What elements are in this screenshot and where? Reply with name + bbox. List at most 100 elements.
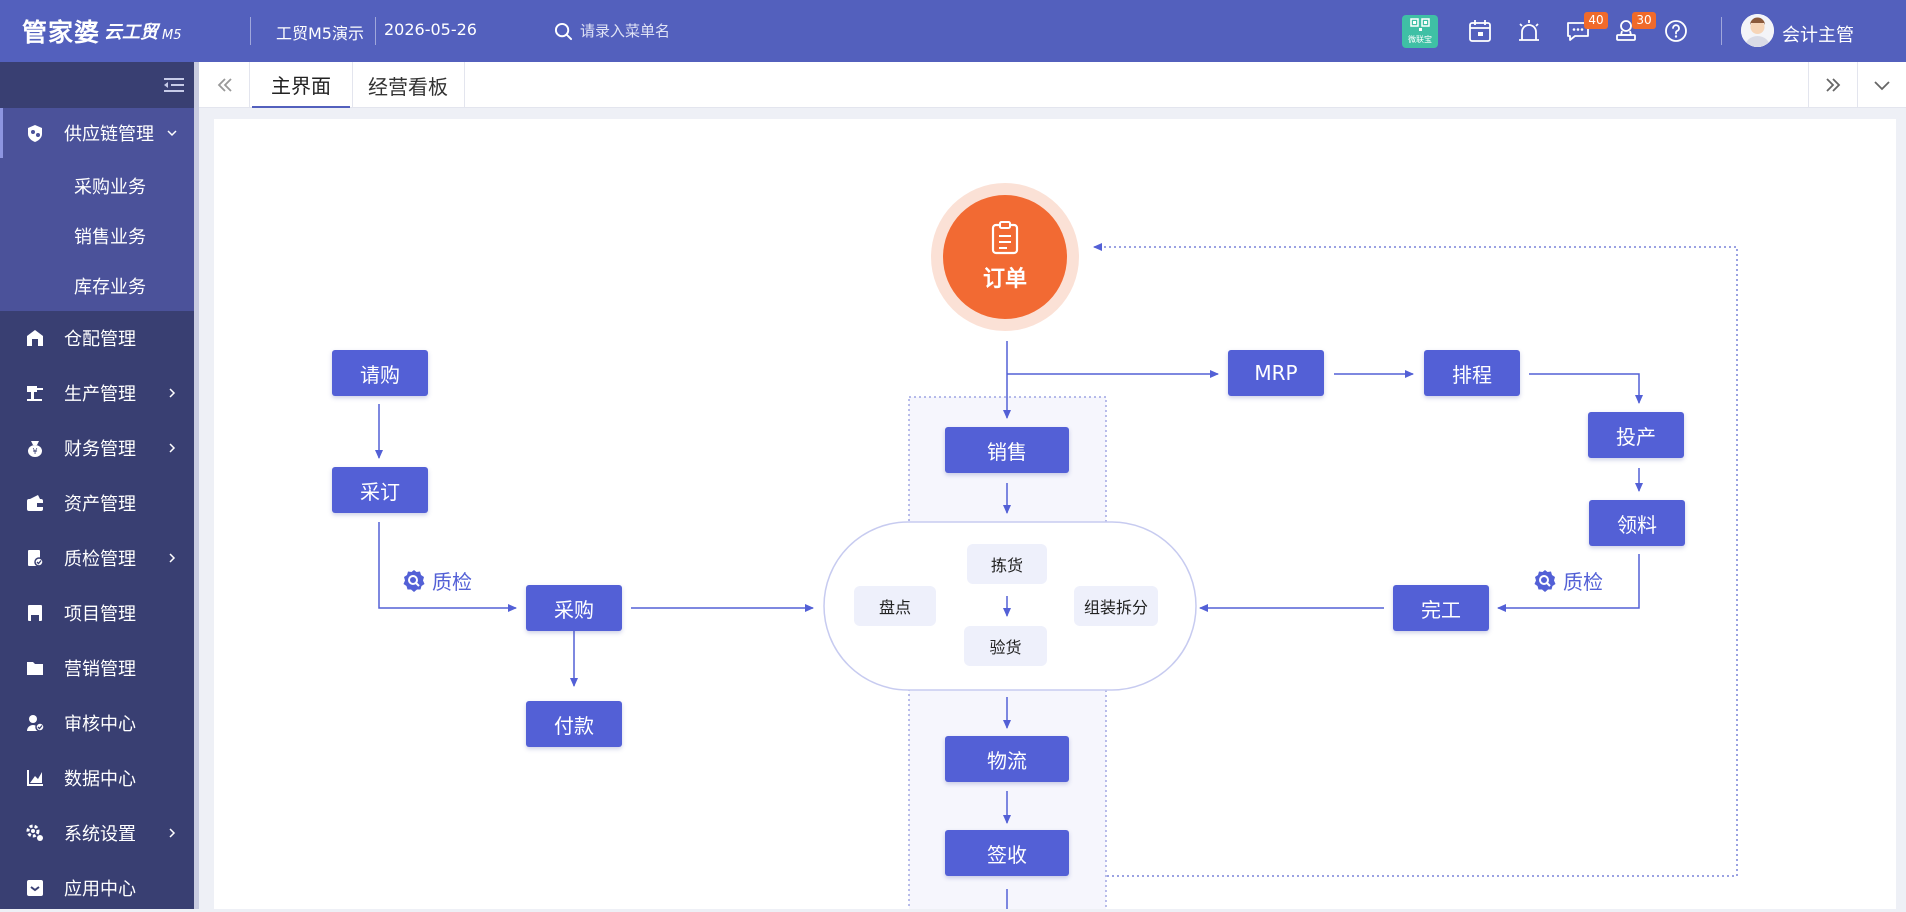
sidebar-item-production[interactable]: 生产管理 bbox=[0, 369, 194, 417]
tab-bar: 主界面 经营看板 bbox=[199, 62, 1906, 108]
avatar-person-icon bbox=[1741, 14, 1774, 47]
logo-version-text: M5 bbox=[162, 27, 182, 43]
flow-node-purchase[interactable]: 采购 bbox=[526, 585, 622, 631]
chevron-right-icon bbox=[169, 553, 176, 563]
chevron-right-icon bbox=[169, 828, 176, 838]
alarm-icon[interactable] bbox=[1516, 18, 1542, 44]
flow-quality-check-right[interactable]: 质检 bbox=[1533, 566, 1603, 595]
production-icon bbox=[27, 386, 43, 401]
flow-node-sales[interactable]: 销售 bbox=[945, 427, 1069, 473]
order-node[interactable]: 订单 bbox=[943, 195, 1067, 319]
user-name[interactable]: 会计主管 bbox=[1782, 25, 1854, 46]
sidebar-item-label: 仓配管理 bbox=[64, 329, 136, 350]
sidebar-item-supply-chain[interactable]: 供应链管理 bbox=[0, 109, 194, 157]
tab-divider bbox=[352, 62, 353, 108]
sidebar-active-indicator bbox=[0, 108, 3, 158]
business-flow-canvas: 订单 请购 采订 质检 采购 付款 销售 拣货 盘点 验货 组装拆分 物流 签收… bbox=[214, 119, 1896, 909]
header-divider bbox=[1721, 17, 1722, 45]
header-divider bbox=[375, 17, 376, 45]
flow-node-completion[interactable]: 完工 bbox=[1393, 585, 1489, 631]
tab-dashboard[interactable]: 经营看板 bbox=[368, 74, 448, 99]
quality-check-label: 质检 bbox=[1563, 570, 1603, 594]
finance-icon: ¥ bbox=[28, 441, 42, 457]
order-label: 订单 bbox=[982, 267, 1027, 292]
chevron-down-icon bbox=[167, 130, 177, 137]
supply-chain-icon bbox=[28, 125, 42, 142]
quality-search-icon bbox=[1534, 569, 1556, 592]
flow-node-receipt[interactable]: 签收 bbox=[945, 830, 1069, 876]
tab-main[interactable]: 主界面 bbox=[252, 62, 350, 108]
account-name[interactable]: 工贸M5演示 bbox=[276, 24, 364, 43]
flow-chip-assembly[interactable]: 组装拆分 bbox=[1074, 586, 1158, 626]
flow-node-mrp[interactable]: MRP bbox=[1228, 350, 1324, 396]
flow-node-material-pick[interactable]: 领料 bbox=[1589, 500, 1685, 546]
svg-text:¥: ¥ bbox=[32, 447, 37, 456]
sidebar-item-quality[interactable]: 质检管理 bbox=[0, 534, 194, 582]
qr-label: 微联宝 bbox=[1408, 35, 1432, 44]
sidebar-item-warehouse[interactable]: 仓配管理 bbox=[0, 314, 194, 362]
help-icon[interactable] bbox=[1663, 18, 1689, 44]
folder-icon bbox=[27, 662, 43, 675]
flow-chip-inventory-check[interactable]: 盘点 bbox=[854, 586, 936, 626]
sidebar-item-asset[interactable]: 资产管理 bbox=[0, 479, 194, 527]
notice-stamp-icon[interactable] bbox=[1613, 18, 1639, 44]
search-icon[interactable] bbox=[554, 22, 573, 41]
tabs-dropdown-icon[interactable] bbox=[1871, 75, 1893, 95]
business-date[interactable]: 2026-05-26 bbox=[384, 20, 477, 39]
asset-icon bbox=[27, 495, 43, 511]
sidebar-collapse-icon[interactable] bbox=[163, 76, 185, 94]
sidebar-item-label: 数据中心 bbox=[64, 769, 136, 790]
tabs-scroll-left-icon[interactable] bbox=[214, 75, 236, 95]
sidebar-item-label: 项目管理 bbox=[64, 604, 136, 625]
flow-node-purchase-order[interactable]: 采订 bbox=[332, 467, 428, 513]
sidebar-item-app-center[interactable]: 应用中心 bbox=[0, 864, 194, 912]
message-count-badge: 40 bbox=[1584, 12, 1608, 29]
app-logo[interactable]: 管家婆 云工贸 M5 bbox=[22, 14, 182, 48]
sidebar-expanded-group bbox=[0, 108, 194, 311]
sidebar-item-settings[interactable]: 系统设置 bbox=[0, 809, 194, 857]
sidebar-subitem-inventory[interactable]: 库存业务 bbox=[74, 277, 146, 298]
sidebar-item-data[interactable]: 数据中心 bbox=[0, 754, 194, 802]
project-icon bbox=[28, 605, 42, 621]
quality-icon bbox=[28, 550, 44, 567]
flow-node-payment[interactable]: 付款 bbox=[526, 701, 622, 747]
audit-icon bbox=[27, 715, 45, 732]
sidebar-item-project[interactable]: 项目管理 bbox=[0, 589, 194, 637]
sidebar-item-label: 财务管理 bbox=[64, 439, 136, 460]
flow-node-schedule[interactable]: 排程 bbox=[1424, 350, 1520, 396]
app-center-icon bbox=[27, 880, 43, 896]
quality-search-icon bbox=[403, 569, 425, 592]
flow-chip-inspection[interactable]: 验货 bbox=[964, 626, 1047, 666]
tabs-scroll-right-icon[interactable] bbox=[1822, 75, 1844, 95]
chevron-right-icon bbox=[169, 388, 176, 398]
flow-node-request[interactable]: 请购 bbox=[332, 350, 428, 396]
sidebar-item-marketing[interactable]: 营销管理 bbox=[0, 644, 194, 692]
user-avatar[interactable] bbox=[1741, 14, 1774, 47]
tab-divider bbox=[464, 62, 465, 108]
tab-divider bbox=[1808, 62, 1809, 108]
sidebar-item-label: 应用中心 bbox=[64, 879, 136, 900]
calendar-icon[interactable] bbox=[1467, 18, 1493, 44]
chevron-right-icon bbox=[169, 443, 176, 453]
clipboard-icon bbox=[991, 221, 1019, 255]
weilianbao-qr-button[interactable]: 微联宝 bbox=[1402, 15, 1438, 48]
sidebar-subitem-sales[interactable]: 销售业务 bbox=[74, 227, 146, 248]
logo-sub-text: 云工贸 bbox=[104, 22, 159, 43]
menu-search-input[interactable] bbox=[580, 17, 800, 45]
header-divider bbox=[250, 17, 251, 45]
sidebar-scrollbar[interactable] bbox=[194, 62, 199, 909]
sidebar-item-label: 质检管理 bbox=[64, 549, 136, 570]
warehouse-icon bbox=[27, 330, 43, 346]
notice-count-badge: 30 bbox=[1632, 12, 1656, 29]
sidebar-item-audit[interactable]: 审核中心 bbox=[0, 699, 194, 747]
flow-quality-check-left[interactable]: 质检 bbox=[402, 566, 472, 595]
flow-node-production-start[interactable]: 投产 bbox=[1588, 412, 1684, 458]
tab-divider bbox=[249, 62, 250, 108]
quality-check-label: 质检 bbox=[432, 570, 472, 594]
flow-chip-picking[interactable]: 拣货 bbox=[967, 544, 1047, 584]
tab-divider bbox=[1857, 62, 1858, 108]
sidebar-item-label: 供应链管理 bbox=[64, 124, 154, 145]
sidebar-subitem-purchase[interactable]: 采购业务 bbox=[74, 177, 146, 198]
flow-node-logistics[interactable]: 物流 bbox=[945, 736, 1069, 782]
sidebar-item-finance[interactable]: ¥ 财务管理 bbox=[0, 424, 194, 472]
